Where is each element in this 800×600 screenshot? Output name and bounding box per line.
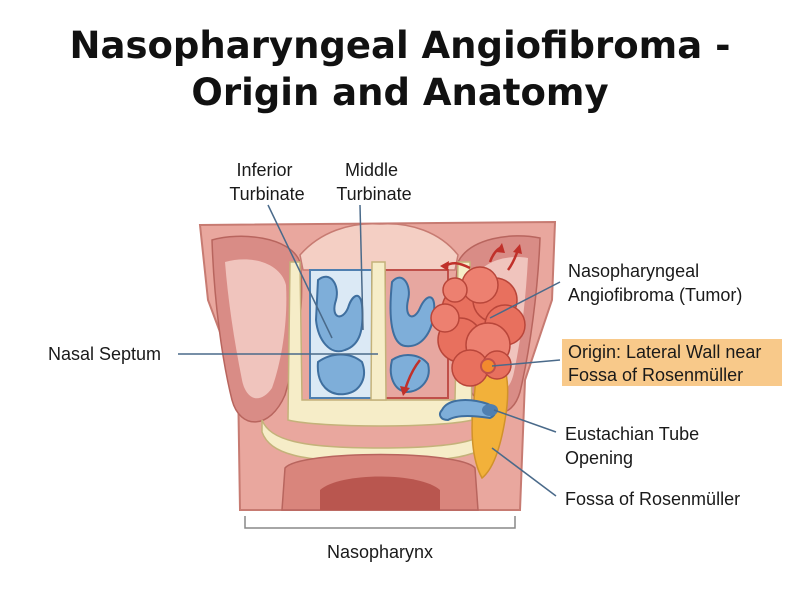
middle-turbinate-shape (316, 353, 365, 396)
right-turbinate-lower (389, 354, 430, 394)
middle-turbinate-label: Middle Turbinate (336, 160, 411, 204)
origin-highlight (562, 339, 782, 386)
eustachian-tube (439, 399, 496, 422)
left-sinus-inner (225, 259, 287, 399)
eustachian-opening (482, 404, 498, 416)
pharyngeal-back (320, 476, 440, 510)
nasal-septum-label: Nasal Septum (48, 344, 161, 364)
inferior-turbinate-shape (314, 275, 364, 353)
tumor-mass (430, 266, 526, 387)
nasopharynx-bracket (244, 516, 516, 529)
nasal-septum (370, 261, 387, 401)
origin-label: Origin: Lateral Wall near Fossa of Rosen… (568, 342, 766, 385)
right-turbinate (389, 276, 436, 348)
nasal-roof (299, 223, 459, 271)
title-line-1: Nasopharyngeal Angiofibroma - (69, 24, 731, 67)
leader-lines (178, 204, 561, 497)
inferior-turbinate-label: Inferior Turbinate (229, 160, 304, 204)
nasopharynx-label: Nasopharynx (327, 542, 433, 562)
fossa-label: Fossa of Rosenmüller (565, 489, 740, 509)
tumor-label: Nasopharyngeal Angiofibroma (Tumor) (568, 261, 742, 305)
eustachian-label: Eustachian Tube Opening (565, 424, 704, 468)
growth-arrowheads (400, 243, 522, 396)
page-title: Nasopharyngeal Angiofibroma - Origin and… (0, 22, 800, 116)
title-line-2: Origin and Anatomy (191, 71, 609, 114)
